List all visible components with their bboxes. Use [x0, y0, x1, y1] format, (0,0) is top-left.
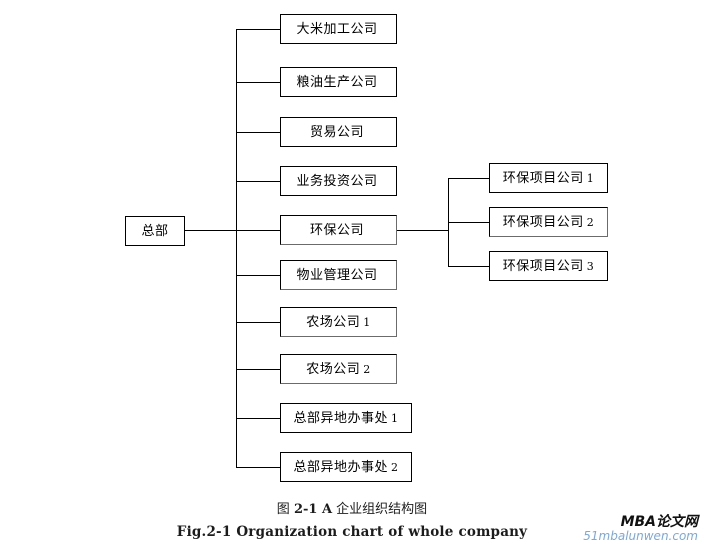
connector-trunk-to-branch-5	[236, 230, 280, 231]
node-label: 业务投资公司	[296, 173, 378, 189]
connector-subtrunk-to-sub-3	[448, 266, 489, 267]
node-label: 总部	[141, 223, 169, 239]
node-headquarters[interactable]: 总部	[125, 216, 185, 246]
node-label: 总部异地办事处	[293, 459, 388, 475]
node-branch-3[interactable]: 贸易公司	[280, 117, 397, 147]
caption-cn-number: 2-1 A	[293, 502, 333, 517]
figure-caption-english: Fig.2-1 Organization chart of whole comp…	[176, 524, 528, 540]
connector-trunk-to-branch-8	[236, 369, 280, 370]
connector-trunk-to-branch-7	[236, 322, 280, 323]
connector-subtrunk-to-sub-2	[448, 222, 489, 223]
connector-trunk-to-branch-10	[236, 467, 280, 468]
figure-caption-chinese: 图 2-1 A 企业组织结构图	[0, 498, 704, 517]
connector-root-to-trunk	[185, 230, 236, 231]
watermark: MBA论文网 51mbalunwen.com	[583, 514, 698, 544]
connector-main-trunk	[236, 29, 237, 467]
connector-subtrunk-to-sub-1	[448, 178, 489, 179]
node-branch-6[interactable]: 物业管理公司	[280, 260, 397, 290]
node-label: 农场公司	[306, 314, 361, 330]
node-label: 物业管理公司	[296, 267, 378, 283]
connector-trunk-to-branch-1	[236, 29, 280, 30]
node-label: 大米加工公司	[296, 21, 378, 37]
node-index: 1	[363, 315, 371, 329]
connector-trunk-to-branch-3	[236, 132, 280, 133]
watermark-brand: MBA论文网	[620, 514, 698, 531]
watermark-url: 51mbalunwen.com	[583, 529, 698, 544]
node-branch-5[interactable]: 环保公司	[280, 215, 397, 245]
node-label: 农场公司	[306, 361, 361, 377]
caption-cn-suffix: 企业组织结构图	[332, 502, 428, 517]
node-index: 1	[391, 411, 399, 425]
connector-branch5-to-subtrunk	[397, 230, 448, 231]
node-label: 环保项目公司	[502, 214, 584, 230]
node-branch-4[interactable]: 业务投资公司	[280, 166, 397, 196]
connector-trunk-to-branch-9	[236, 418, 280, 419]
node-label: 环保公司	[309, 222, 364, 238]
node-index: 1	[586, 171, 595, 185]
node-branch-2[interactable]: 粮油生产公司	[280, 67, 397, 97]
node-index: 2	[391, 460, 399, 474]
node-label: 贸易公司	[309, 124, 364, 140]
connector-trunk-to-branch-2	[236, 82, 280, 83]
node-label: 环保项目公司	[502, 170, 584, 186]
node-index: 3	[586, 259, 595, 273]
node-index: 2	[363, 362, 371, 376]
node-branch-1[interactable]: 大米加工公司	[280, 14, 397, 44]
node-index: 2	[586, 215, 595, 229]
connector-trunk-to-branch-6	[236, 275, 280, 276]
node-label: 环保项目公司	[502, 258, 584, 274]
connector-trunk-to-branch-4	[236, 181, 280, 182]
node-label: 粮油生产公司	[296, 74, 378, 90]
node-label: 总部异地办事处	[293, 410, 388, 426]
caption-cn-prefix: 图	[276, 502, 294, 517]
